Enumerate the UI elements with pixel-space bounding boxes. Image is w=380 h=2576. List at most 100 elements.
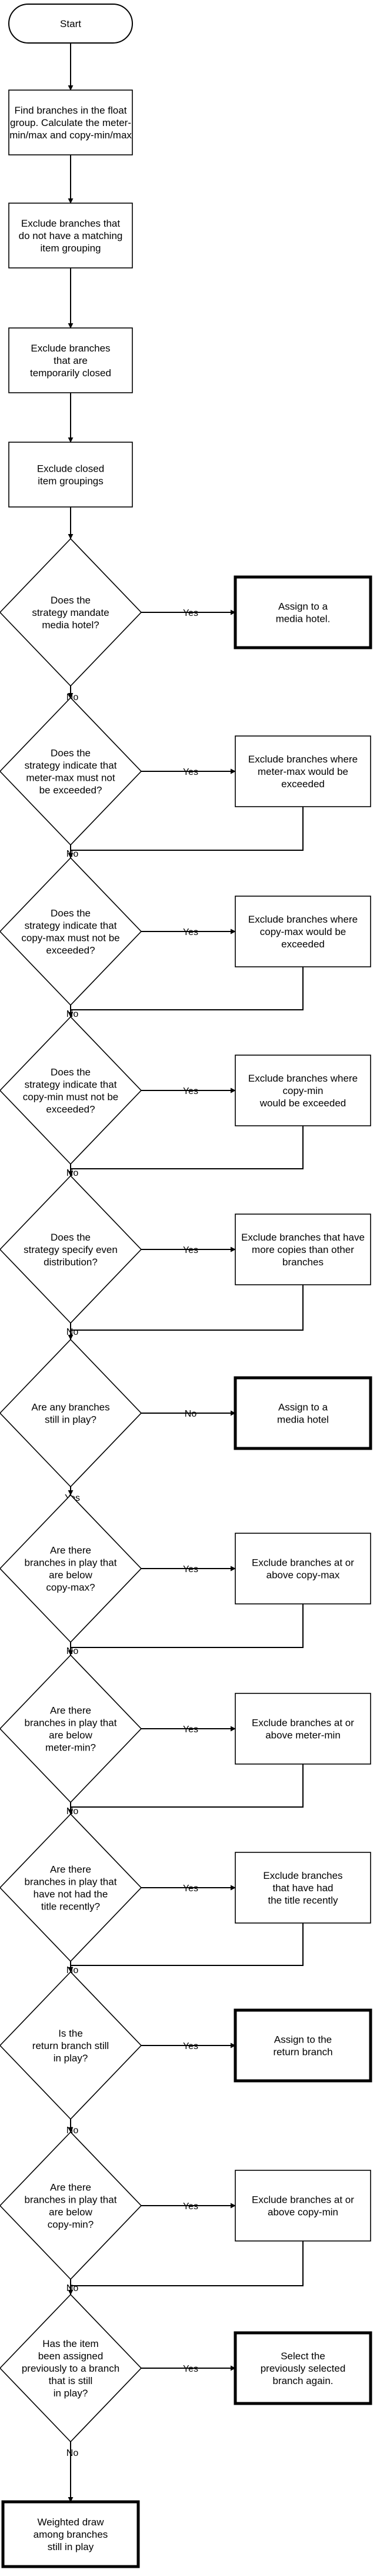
action-box [235,1214,371,1285]
action-box [235,1055,371,1126]
action-label-line: above copy-min [268,2207,338,2218]
decision-question-line: Are any branches [31,1402,109,1413]
decision-question-line: branches in play that [25,2194,117,2206]
decision-question-line: Are there [50,1545,91,1556]
process-step-label-line: do not have a matching [19,230,123,241]
terminal-action-box [234,575,372,649]
end-box [1,2500,140,2568]
action-box [235,896,371,967]
action-label-line: Exclude branches where [248,1073,358,1084]
decision-question-line: branches in play that [25,1718,117,1729]
process-step-label-line: Exclude branches that [21,218,120,229]
yes-label: Yes [183,1884,198,1894]
decision-question-line: are below [49,2207,92,2218]
decision-diamond [0,857,142,1006]
decision-question-line: strategy indicate that [25,920,117,931]
yes-label: Yes [183,2364,198,2374]
process-step-label-line: item groupings [38,476,104,487]
action-label-line: above meter-min [265,1730,341,1741]
start-label: Start [60,18,81,29]
action-label-line: Exclude branches that have [241,1232,365,1243]
end-label-line: Weighted draw [37,2517,104,2528]
decision-question-line: branches in play that [25,1557,117,1569]
yes-label: Yes [183,1245,198,1255]
action-label-line: media hotel [277,1414,329,1425]
start-terminator [8,4,133,44]
yes-label: Yes [183,608,198,618]
action-label-line: more copies than other [252,1244,354,1255]
process-step-label-line: that are [54,355,88,366]
action-box [235,1693,371,1765]
action-label-line: Exclude branches at or [252,2194,354,2206]
decision-question-line: in play? [54,2053,88,2064]
action-label-line: Exclude branches where [248,754,358,765]
decision-question-line: still in play? [45,1414,96,1425]
decision-question-line: exceeded? [46,1104,95,1115]
decision-diamond [0,1494,142,1643]
decision-question-line: copy-min? [48,2219,94,2230]
decision-question-line: Are there [50,1864,91,1875]
action-box [235,2170,371,2242]
no-label: No [66,849,79,859]
merge-connector [71,807,304,851]
decision-question-line: Does the [51,908,91,919]
action-label-line: Exclude branches at or [252,1718,354,1729]
action-label-line: Assign to a [278,1402,328,1413]
merge-connector [71,1285,304,1331]
decision-question-line: copy-max must not be [21,933,119,944]
decision-question-line: Does the [51,1067,91,1078]
decision-diamond [0,1338,142,1488]
process-step-label-line: Exclude closed [37,463,104,475]
decision-diamond [0,538,142,687]
decision-question-line: strategy indicate that [25,760,117,771]
action-label-line: Exclude branches at or [252,1557,354,1569]
action-box [235,735,371,807]
end-label-line: among branches [34,2529,108,2540]
decision-question-line: be exceeded? [39,785,102,796]
process-step [8,442,133,508]
action-box [235,1852,371,1924]
action-label-line: copy-max would be [260,926,346,937]
decision-question-line: are below [49,1570,92,1581]
process-step [8,327,133,393]
process-step-label-line: Exclude branches [31,343,110,354]
merge-connector [71,1764,304,1808]
yes-label: Yes [183,1564,198,1574]
decision-question-line: meter-max must not [26,773,115,784]
action-label-line: media hotel. [276,614,331,625]
process-step-label-line: min/max and copy-min/max [9,130,132,141]
action-label-line: that have had [272,1882,333,1894]
decision-question-line: Are there [50,1705,91,1716]
decision-question-line: that is still [49,2375,93,2386]
decision-question-line: Does the [51,748,91,759]
action-label-line: branches [282,1256,324,1268]
terminal-action-box [234,1376,372,1450]
yes-label: Yes [183,2202,198,2212]
process-step [8,203,133,268]
merge-connector [71,1126,304,1169]
action-label-line: Assign to the [274,2034,332,2045]
decision-question-line: Are there [50,2182,91,2193]
action-label-line: copy-min [283,1085,324,1096]
yes-label: Yes [183,2041,198,2051]
no-label: No [66,1646,79,1656]
